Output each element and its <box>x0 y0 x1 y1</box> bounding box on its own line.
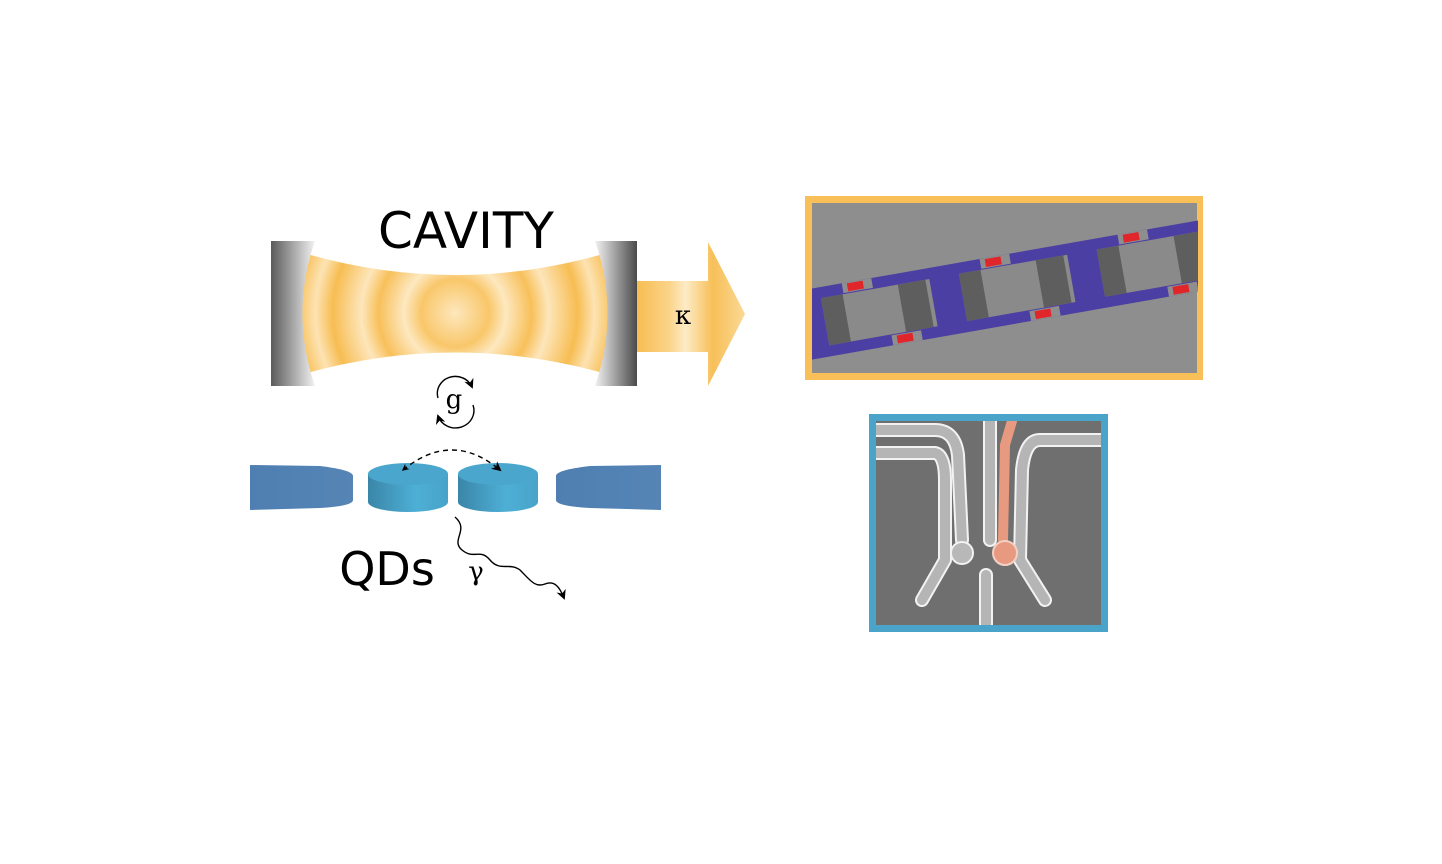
resonator-array-micrograph <box>805 196 1203 380</box>
gamma-label: γ <box>468 557 484 587</box>
output-arrow-icon <box>637 242 745 386</box>
right-mirror <box>595 241 637 386</box>
cavity-field <box>300 252 610 375</box>
left-lead <box>250 465 353 510</box>
tunneling-dashed-arrow-icon <box>402 449 502 472</box>
left-mirror <box>271 241 315 386</box>
kappa-label: κ <box>675 301 691 331</box>
photon-wavy-arrow-icon <box>454 516 566 600</box>
coupling-g-label: g <box>446 385 463 415</box>
qds-label: QDs <box>339 542 435 596</box>
coupling-rotation-arrows-icon <box>435 375 475 429</box>
junctions <box>846 232 1190 344</box>
right-lead <box>556 465 661 510</box>
quantum-dot-left <box>368 463 448 512</box>
gate-electrodes-micrograph <box>869 414 1108 632</box>
cavity-label: CAVITY <box>378 202 554 260</box>
quantum-dot-right <box>458 463 538 512</box>
